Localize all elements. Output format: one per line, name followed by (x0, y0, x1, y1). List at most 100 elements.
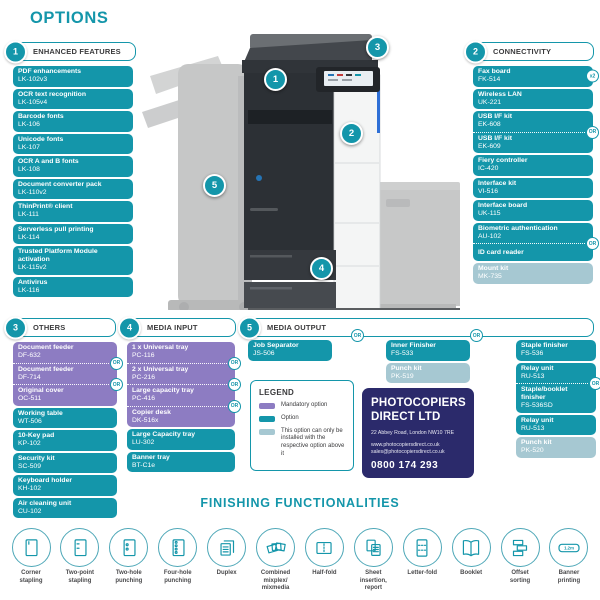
option-code: RU-513 (521, 424, 545, 432)
finishing-item-letter-fold: Letter-fold (399, 528, 445, 593)
x2-badge: x2 (586, 69, 599, 83)
option-code: EK-608 (478, 121, 501, 129)
option-name: Air cleaning unit (18, 499, 72, 507)
section-header-media-output: 5 MEDIA OUTPUT (238, 316, 594, 339)
option-name: Working table (18, 409, 63, 417)
option-name: Job Separator (253, 342, 299, 349)
finishing-item-offset-sorting: Offset sorting (497, 528, 543, 593)
legend-title: LEGEND (259, 388, 295, 397)
option-name: Interface kit (478, 179, 517, 187)
section-number-4: 4 (118, 316, 141, 339)
section-title-media-input: MEDIA INPUT (147, 323, 198, 332)
option-name: Biometric authentication (478, 224, 558, 232)
option-name: ID card reader (478, 248, 524, 256)
option-code: PC-216 (132, 373, 156, 381)
finishing-item-half-fold: Half-fold (301, 528, 347, 593)
option-name: USB I/F kit (478, 113, 512, 121)
svg-text:1.2m: 1.2m (564, 545, 574, 550)
option-name: Large Capacity tray (132, 431, 196, 439)
sheet-insertion-report-icon (353, 528, 393, 567)
option-name: Punch kit (391, 364, 422, 372)
printer-image (142, 34, 460, 313)
option-code: PK-520 (521, 447, 544, 455)
or-badge: OR (228, 378, 241, 392)
option-code: KP-102 (18, 440, 41, 448)
option-code: LK-108 (18, 166, 40, 174)
banner-printing-icon: 1.2m (549, 528, 589, 567)
finishing-item-four-hole-punching: Four-hole punching (155, 528, 201, 593)
section-header-enhanced-features: 1 ENHANCED FEATURES (4, 40, 136, 63)
finishing-item-two-hole-punching: Two-hole punching (106, 528, 152, 593)
section-header-connectivity: 2 CONNECTIVITY (464, 40, 594, 63)
option-name: Document feeder (18, 365, 74, 373)
printer-callout-2: 2 (340, 122, 363, 145)
option-code: LU-302 (132, 439, 155, 447)
option-name: 2 x Universal tray (132, 365, 189, 373)
option-code: VI-516 (478, 187, 499, 195)
finishing-label: Letter-fold (407, 570, 438, 576)
option-name: Unicode fonts (18, 135, 64, 143)
option-swatch (259, 415, 275, 422)
option-name: Keyboard holder (18, 477, 73, 485)
section-header-media-input: 4 MEDIA INPUT (118, 316, 236, 339)
option-code: LK-107 (18, 143, 40, 151)
option-code: PC-416 (132, 395, 156, 403)
legend-label: Option (281, 414, 299, 421)
or-badge: OR (586, 237, 599, 251)
finishing-label: Two-hole punching (115, 570, 143, 584)
printer-callout-5: 5 (203, 174, 226, 197)
or-badge: OR (228, 356, 241, 370)
option-code: BT-C1e (132, 461, 156, 469)
finishing-label: Four-hole punching (163, 570, 192, 584)
option-name: Relay unit (521, 416, 554, 424)
section-number-2: 2 (464, 40, 487, 63)
option-id-card-reader: ID card reader (473, 244, 593, 262)
finishing-label: Half-fold (312, 570, 337, 576)
option-code: DF-632 (18, 352, 41, 360)
two-hole-punching-icon (109, 528, 149, 567)
page-title: OPTIONS (30, 9, 109, 27)
offset-sorting-icon (500, 528, 540, 567)
finishing-item-two-point-stapling: Two-point stapling (57, 528, 103, 593)
option-code: UK-221 (478, 98, 502, 106)
option-code: CU-102 (18, 507, 42, 515)
option-name: OCR text recognition (18, 90, 86, 98)
section-title-connectivity: CONNECTIVITY (493, 47, 552, 56)
section-number-5: 5 (238, 316, 261, 339)
or-badge-media-output-2: OR (470, 329, 483, 342)
option-code: PK-519 (391, 372, 414, 380)
finishing-item-booklet: Booklet (448, 528, 494, 593)
or-badge: OR (589, 377, 600, 391)
option-name: Copier desk (132, 408, 171, 416)
option-name: 10-Key pad (18, 432, 55, 440)
printer-illustration: 1 2 3 4 5 (138, 18, 463, 313)
option-name: 1 x Universal tray (132, 344, 189, 351)
section-title-enhanced-features: ENHANCED FEATURES (33, 47, 121, 56)
company-website: www.photocopiersdirect.co.uk (371, 441, 440, 448)
mandatory-swatch (259, 403, 275, 409)
option-name: Staple finisher (521, 342, 568, 349)
